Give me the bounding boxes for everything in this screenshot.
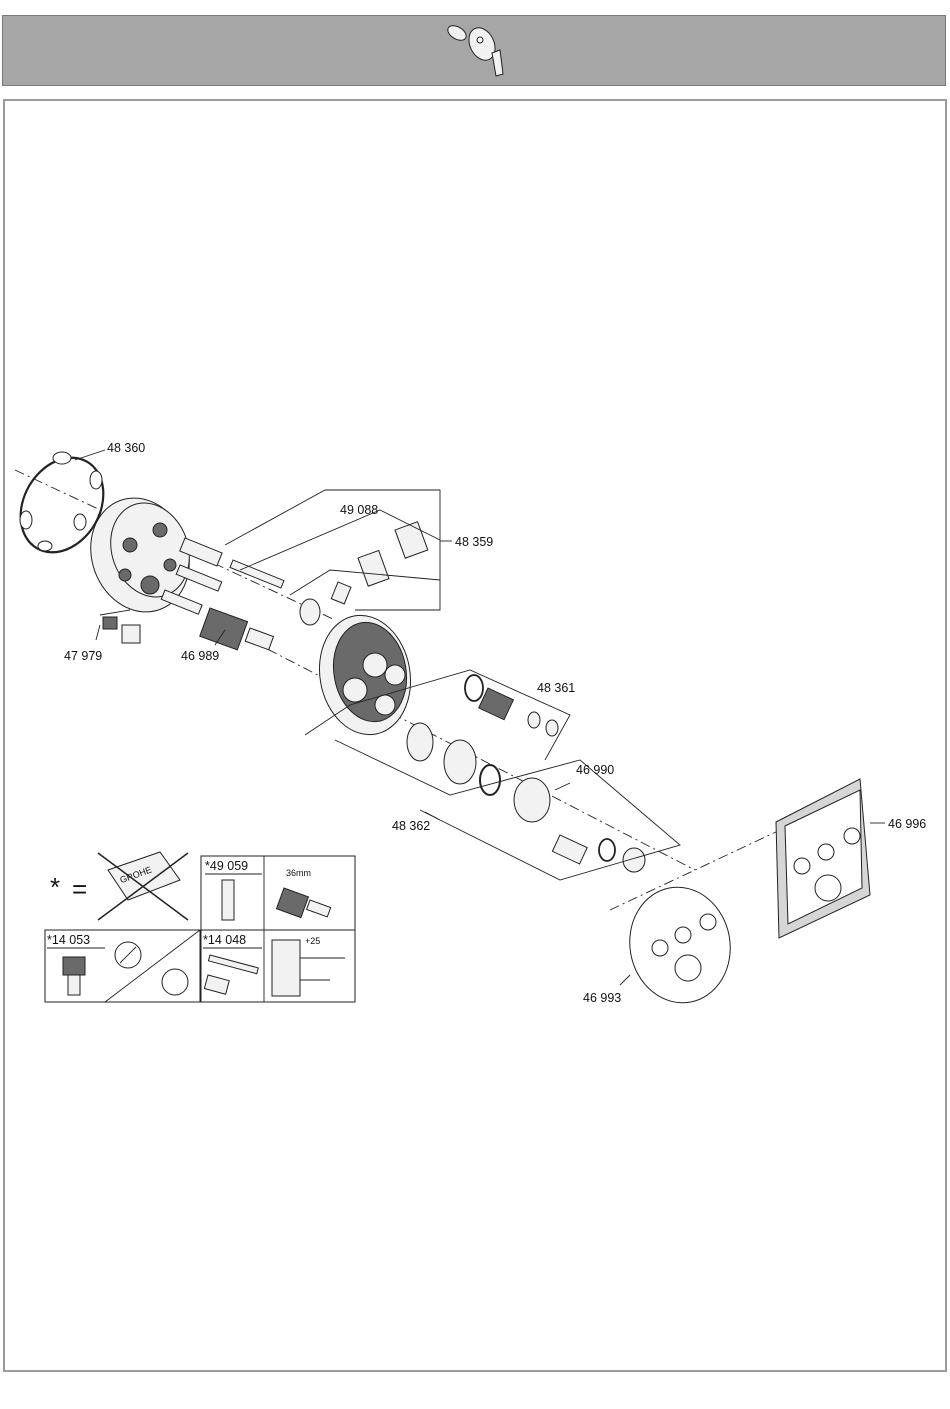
label-48361: 48 361 <box>537 681 575 695</box>
label-49088: 49 088 <box>340 503 378 517</box>
legend-box-14053: *14 053 <box>45 930 200 1002</box>
label-46996: 46 996 <box>888 817 926 831</box>
mounting-plate <box>310 608 419 742</box>
label-46989: 46 989 <box>181 649 219 663</box>
label-46993: 46 993 <box>583 991 621 1005</box>
label-48362: 48 362 <box>392 819 430 833</box>
label-47979: 47 979 <box>64 649 102 663</box>
legend-box-14048: *14 048 +25 <box>201 930 355 1002</box>
crossed-out-grohe-icon: GROHE <box>98 852 188 920</box>
legend-size: 36mm <box>286 868 311 878</box>
legend-asterisk: * <box>50 872 60 902</box>
legend-equals: = <box>72 874 87 904</box>
valve-body <box>75 484 222 626</box>
part-47979-fittings <box>103 617 140 643</box>
label-48360: 48 360 <box>107 441 145 455</box>
part-46996-square-cover <box>776 779 870 938</box>
part-46993-round-cover <box>621 879 740 1011</box>
legend-part1: *49 059 <box>205 859 248 873</box>
legend-box-49059: *49 059 36mm <box>201 856 355 930</box>
legend-part2: *14 053 <box>47 933 90 947</box>
part-46989-cartridge <box>200 608 274 650</box>
legend-dim: +25 <box>305 936 320 946</box>
label-46990: 46 990 <box>576 763 614 777</box>
legend-part3: *14 048 <box>203 933 246 947</box>
part-48362-set <box>407 723 645 872</box>
valve-handle-icon <box>445 23 503 76</box>
label-48359: 48 359 <box>455 535 493 549</box>
